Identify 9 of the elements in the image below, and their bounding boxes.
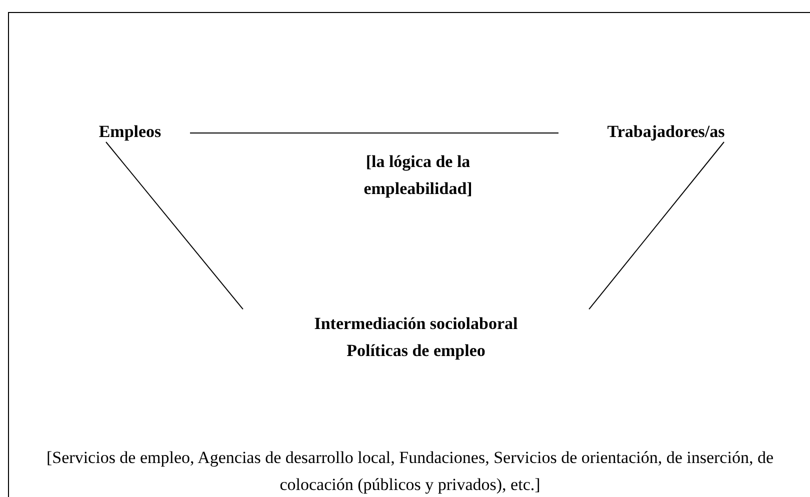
connector-line bbox=[106, 142, 244, 310]
annotation-text: [la lógica de la empleabilidad] bbox=[362, 151, 474, 200]
node-label: Políticas de empleo bbox=[346, 340, 486, 362]
note-text: [Servicios de empleo, Agencias de desarrollo local, Fundaciones, Servicios de orientación, de inserción, de colocación (públicos y privados), etc.] bbox=[46, 447, 774, 496]
connector-line bbox=[190, 132, 559, 134]
node-label: Trabajadores/as bbox=[607, 120, 725, 143]
node-label: Empleos bbox=[98, 120, 162, 143]
node-label: Intermediación sociolaboral bbox=[314, 313, 518, 335]
connector-line bbox=[588, 142, 724, 310]
